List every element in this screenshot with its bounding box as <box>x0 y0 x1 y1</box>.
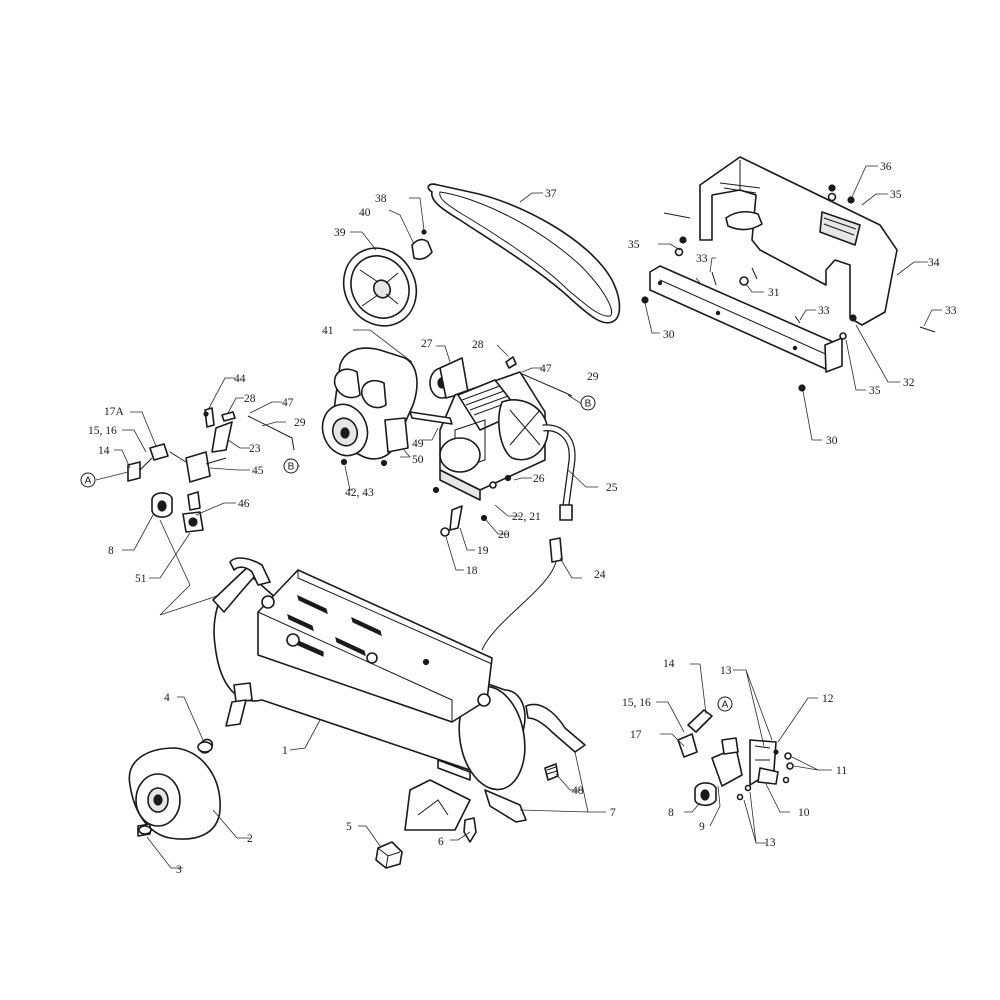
part-label: 8 <box>108 545 114 557</box>
belt-guard-bracket <box>649 265 843 373</box>
part-label: 2 <box>247 833 253 845</box>
part-label: 19 <box>477 545 489 557</box>
air-tank <box>212 557 586 843</box>
part-label: 35 <box>869 385 881 397</box>
part-label: 33 <box>945 305 957 317</box>
part-label: 46 <box>238 498 250 510</box>
part-label: 34 <box>928 257 940 269</box>
part-label: 29 <box>587 371 599 383</box>
mount-hardware <box>440 505 463 537</box>
part-label: 12 <box>822 693 834 705</box>
leader-lines <box>95 165 942 869</box>
part-label: 25 <box>606 482 618 494</box>
part-label: 15, 16 <box>88 425 117 437</box>
part-label: 13 <box>720 665 732 677</box>
part-label: 50 <box>412 454 424 466</box>
part-label: 6 <box>438 836 444 848</box>
callout-a-left: A <box>80 472 96 488</box>
part-label: 15, 16 <box>622 697 651 709</box>
part-label: 48 <box>572 785 584 797</box>
part-label: 42, 43 <box>345 487 374 499</box>
part-label: 1 <box>282 745 288 757</box>
part-labels: 1 2 3 4 5 6 7 8 8 9 10 11 12 13 13 14 14… <box>88 161 957 876</box>
part-label: 44 <box>234 373 246 385</box>
left-valve-assembly <box>127 407 295 616</box>
svg-text:A: A <box>722 700 729 711</box>
svg-text:B: B <box>585 399 592 410</box>
part-label: 20 <box>498 529 510 541</box>
part-label: 38 <box>375 193 387 205</box>
svg-text:A: A <box>85 476 92 487</box>
belt <box>427 183 621 324</box>
foot-pad <box>375 841 403 869</box>
part-label: 18 <box>466 565 478 577</box>
part-label: 32 <box>903 377 915 389</box>
part-label: 8 <box>668 807 674 819</box>
part-label: 11 <box>836 765 847 777</box>
part-label: 36 <box>880 161 892 173</box>
part-label: 29 <box>294 417 306 429</box>
svg-text:B: B <box>288 462 295 473</box>
part-label: 40 <box>359 207 371 219</box>
part-label: 51 <box>135 573 147 585</box>
part-label: 22, 21 <box>512 511 541 523</box>
part-label: 4 <box>164 692 170 704</box>
part-label: 27 <box>421 338 433 350</box>
motor <box>321 347 418 467</box>
part-label: 3 <box>176 864 182 876</box>
part-label: 23 <box>249 443 261 455</box>
part-label: 17A <box>104 406 125 418</box>
part-label: 30 <box>663 329 675 341</box>
part-label: 13 <box>764 837 776 849</box>
motor-pulley <box>342 229 433 327</box>
callout-b-left: B <box>283 458 299 474</box>
part-label: 26 <box>533 473 545 485</box>
part-label: 33 <box>818 305 830 317</box>
part-label: 17 <box>630 729 642 741</box>
part-label: 39 <box>334 227 346 239</box>
guard-hardware <box>641 184 936 392</box>
discharge-tube <box>481 424 576 651</box>
belt-guard <box>699 156 898 326</box>
part-label: 35 <box>628 239 640 251</box>
part-label: 28 <box>472 339 484 351</box>
part-label: 28 <box>244 393 256 405</box>
part-label: 5 <box>346 821 352 833</box>
part-label: 41 <box>322 325 334 337</box>
part-label: 10 <box>798 807 810 819</box>
part-label: 9 <box>699 821 705 833</box>
part-label: 30 <box>826 435 838 447</box>
part-label: 33 <box>696 253 708 265</box>
part-label: 14 <box>663 658 675 670</box>
part-label: 35 <box>890 189 902 201</box>
part-label: 31 <box>768 287 780 299</box>
part-label: 47 <box>540 363 552 375</box>
part-label: 7 <box>610 807 616 819</box>
part-label: 47 <box>282 397 294 409</box>
part-label: 37 <box>545 188 557 200</box>
part-label: 24 <box>594 569 606 581</box>
callout-a-right: A <box>717 696 733 712</box>
part-label: 45 <box>252 465 264 477</box>
part-label: 14 <box>98 445 110 457</box>
part-label: 49 <box>412 438 424 450</box>
right-regulator-assembly <box>677 709 794 807</box>
wheel-assembly <box>128 738 221 840</box>
pump <box>409 356 573 522</box>
callout-b-right: B <box>580 395 596 411</box>
